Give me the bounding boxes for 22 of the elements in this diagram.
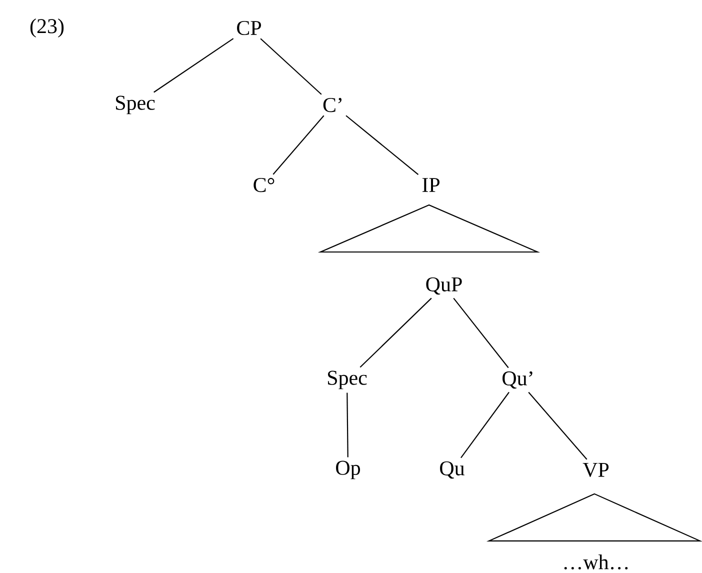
branch-line xyxy=(528,392,588,460)
tree-label: C’ xyxy=(323,98,342,112)
tree-label: Op xyxy=(336,460,360,480)
branch-line xyxy=(272,115,324,175)
branch-line xyxy=(346,392,348,458)
tree-label: Spec xyxy=(116,96,155,114)
tree-label: Qu xyxy=(440,461,464,479)
branch-line xyxy=(260,38,322,95)
branch-line xyxy=(154,38,234,93)
tree-label: QuP xyxy=(426,277,462,295)
branch-line xyxy=(346,115,419,175)
tree-label: …wh… xyxy=(564,554,628,570)
tree-label: Spec xyxy=(328,370,367,390)
tree-label: CP xyxy=(237,20,261,36)
tree-label: IP xyxy=(422,178,440,192)
branch-line xyxy=(453,298,509,368)
example-number: (23) xyxy=(30,18,64,38)
tree-label: C° xyxy=(254,178,274,192)
tree-label: VP xyxy=(582,462,609,478)
tree-label: Qu’ xyxy=(502,371,532,389)
branch-line xyxy=(460,392,510,458)
branch-line xyxy=(360,298,432,368)
